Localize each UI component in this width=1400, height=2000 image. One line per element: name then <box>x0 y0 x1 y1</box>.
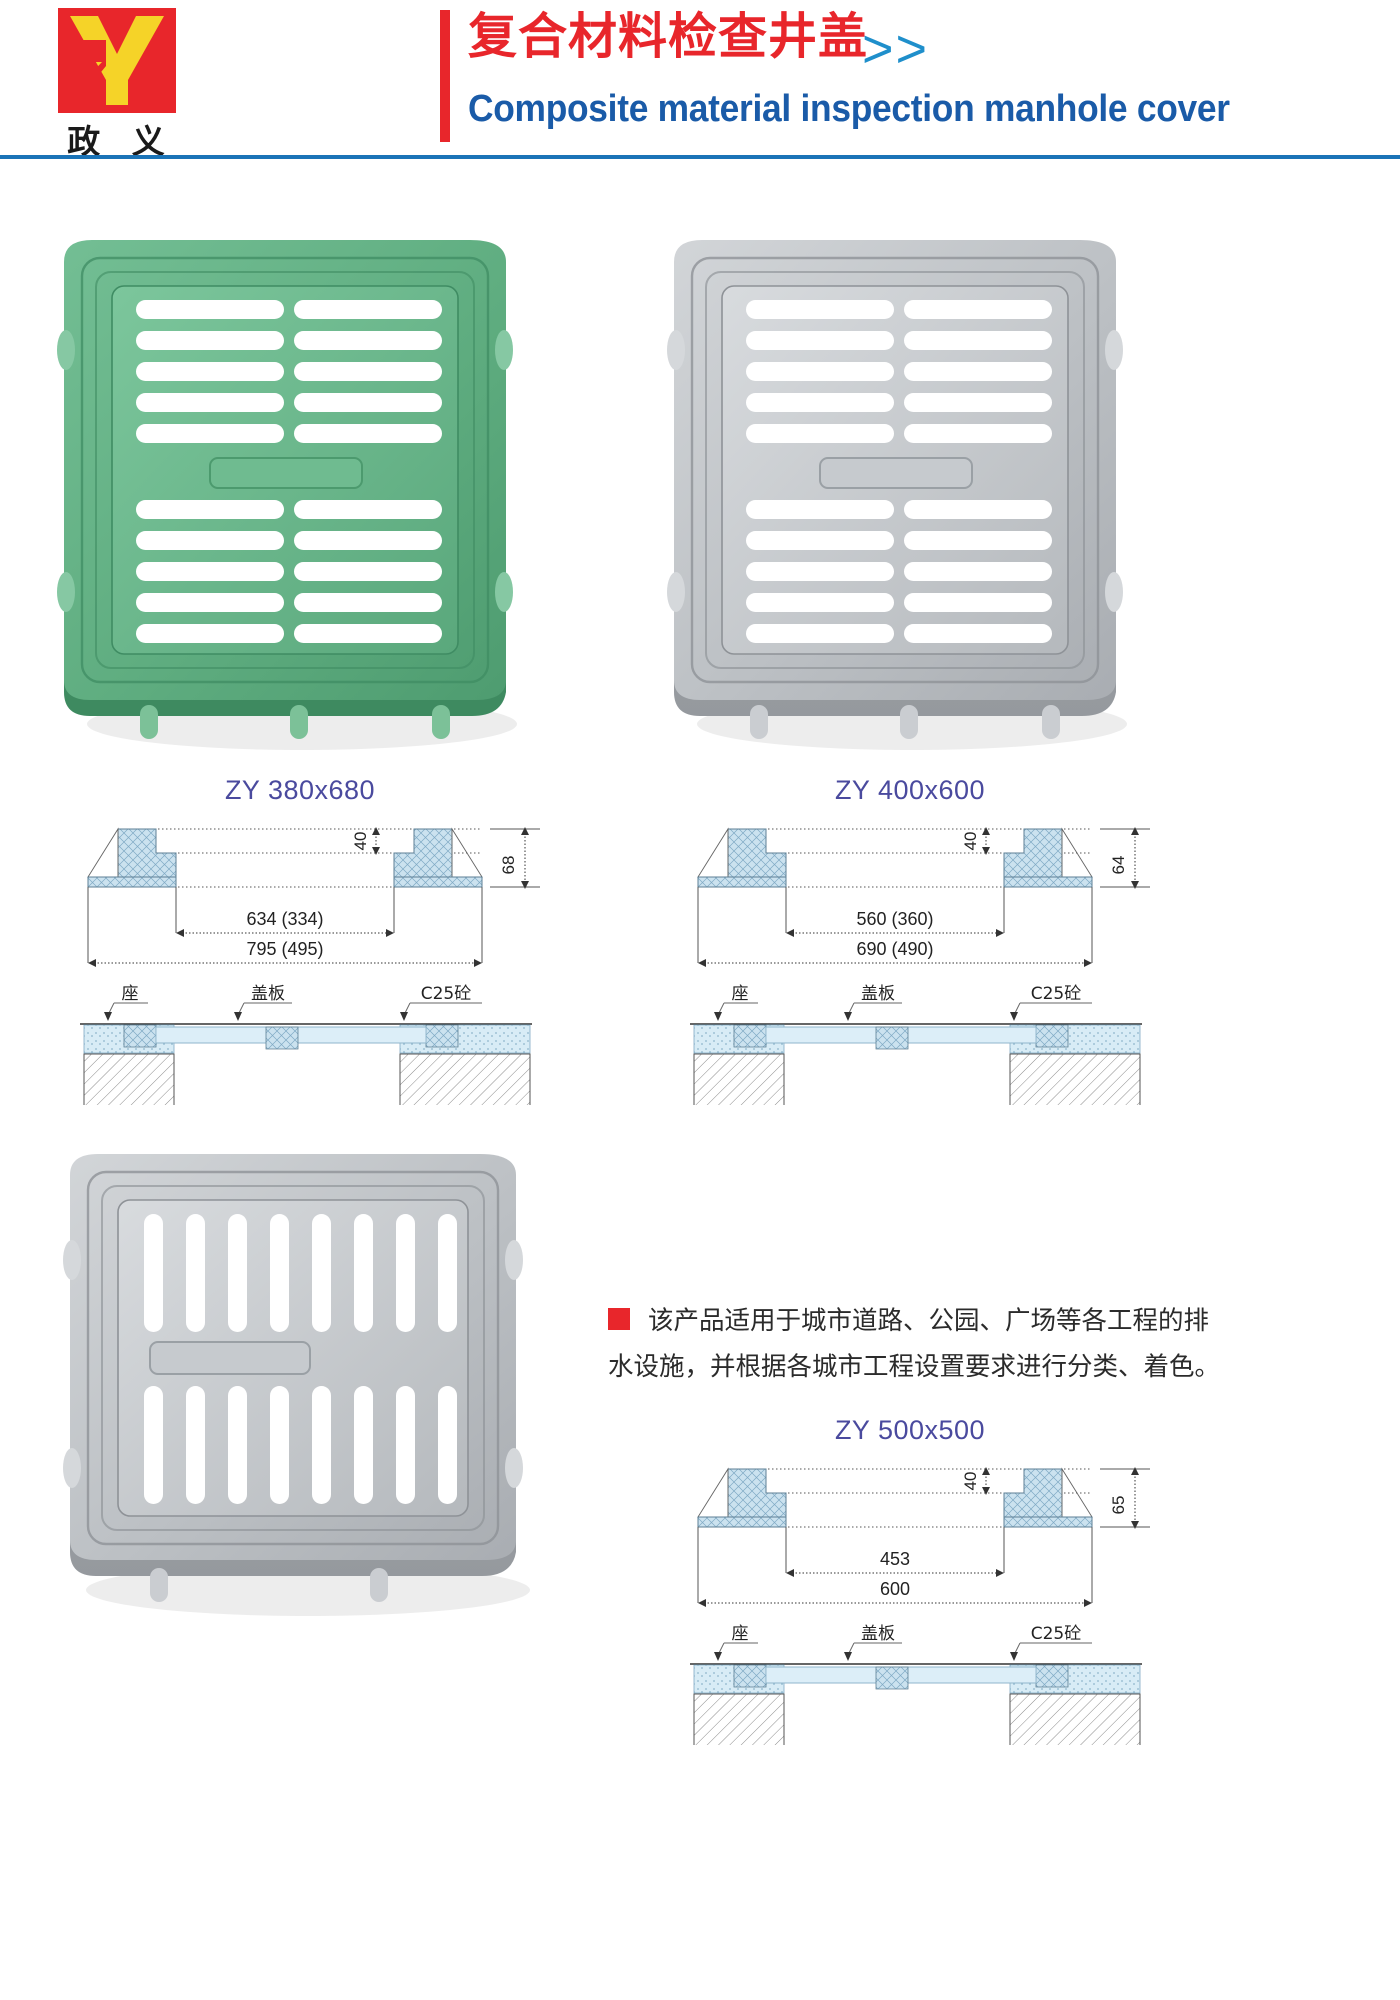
company-logo: 政 义 <box>52 8 184 161</box>
product-label-zy-500x500: ZY 500x500 <box>834 1415 986 1445</box>
page-title-en: Composite material inspection manhole co… <box>468 88 1230 130</box>
product-label-zy-380x680: ZY 380x680 <box>224 775 376 805</box>
dim-inner-span: 634 (334) <box>246 909 323 929</box>
header-divider <box>0 155 1400 159</box>
dim-height-total: 64 <box>1109 856 1128 875</box>
callout-concrete: C25砼 <box>421 984 472 1004</box>
dim-frame-depth: 40 <box>961 832 980 851</box>
dim-height-total: 65 <box>1109 1496 1128 1515</box>
chevron-right-icon: >> <box>862 19 930 79</box>
dim-frame-depth: 40 <box>961 1472 980 1491</box>
bullet-square-icon <box>608 1308 630 1330</box>
callout-concrete: C25砼 <box>1031 1624 1082 1644</box>
description-line-1: 该产品适用于城市道路、公园、广场等各工程的排 <box>608 1298 1398 1344</box>
dim-outer-span: 690 (490) <box>856 939 933 959</box>
dim-inner-span: 560 (360) <box>856 909 933 929</box>
logo-company-name: 政 义 <box>67 122 175 161</box>
title-accent-bar <box>440 10 450 142</box>
page-title-cn: 复合材料检查井盖 <box>468 8 869 65</box>
catalog-body: ZY 380x680 <box>0 160 1400 2000</box>
dim-inner-span: 453 <box>880 1549 910 1569</box>
product-description: 该产品适用于城市道路、公园、广场等各工程的排 水设施，并根据各城市工程设置要求进… <box>608 1298 1398 1390</box>
callout-cover-plate: 盖板 <box>861 984 895 1004</box>
callout-seat: 座 <box>122 984 139 1004</box>
dim-height-total: 68 <box>499 856 518 875</box>
callout-seat: 座 <box>732 984 749 1004</box>
tech-drawing-zy-380x680: 68 40 634 (334) 795 (495) 座 盖板 <box>70 815 540 1105</box>
logo-mark <box>58 8 176 113</box>
product-image-zy-380x680 <box>40 200 560 780</box>
y-monogram-icon <box>70 16 164 105</box>
tech-drawing-zy-500x500: 65 40 453 600 座 盖板 C25砼 <box>680 1455 1150 1745</box>
dim-outer-span: 600 <box>880 1579 910 1599</box>
page-header: 政 义 复合材料检查井盖 >> Composite material inspe… <box>0 0 1400 161</box>
product-label-zy-400x600: ZY 400x600 <box>834 775 986 805</box>
dim-frame-depth: 40 <box>351 832 370 851</box>
callout-cover-plate: 盖板 <box>861 1624 895 1644</box>
dim-outer-span: 795 (495) <box>246 939 323 959</box>
product-image-zy-500x500 <box>40 1120 580 1640</box>
description-line-2: 水设施，并根据各城市工程设置要求进行分类、着色。 <box>608 1352 1221 1382</box>
callout-concrete: C25砼 <box>1031 984 1082 1004</box>
callout-seat: 座 <box>732 1624 749 1644</box>
tech-drawing-zy-400x600: 64 40 560 (360) 690 (490) 座 盖板 C25砼 <box>680 815 1150 1105</box>
callout-cover-plate: 盖板 <box>251 984 285 1004</box>
product-image-zy-400x600 <box>650 200 1170 780</box>
